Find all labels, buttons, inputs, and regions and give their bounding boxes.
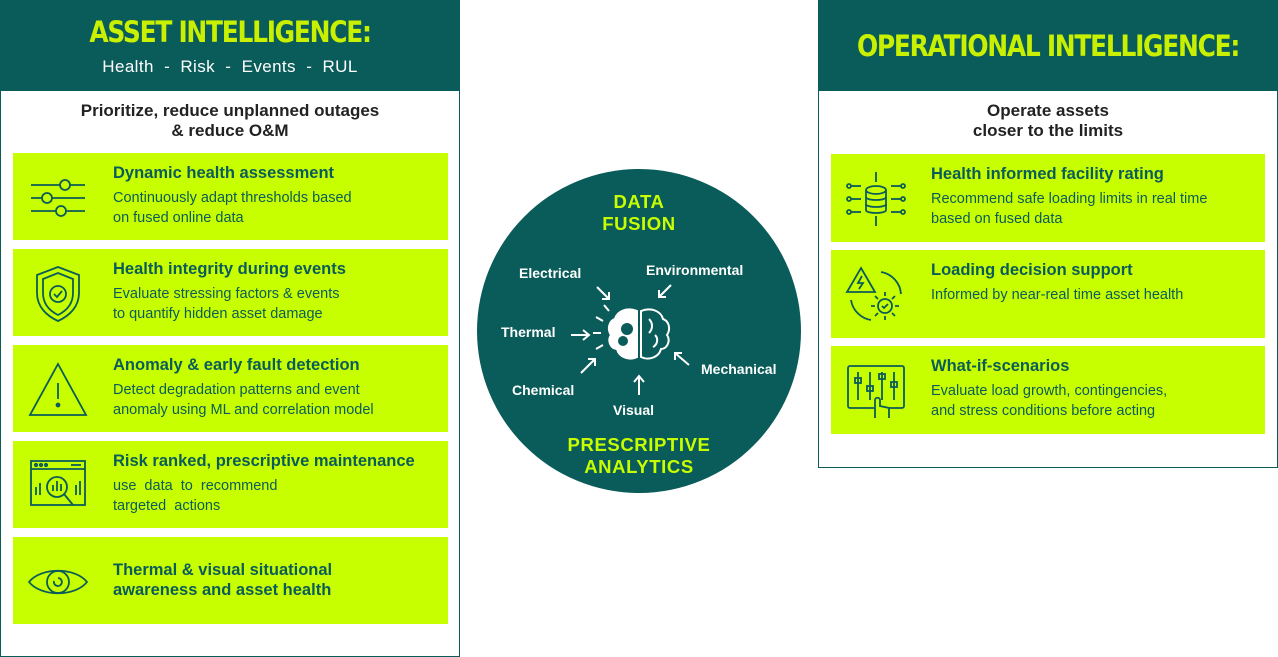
operational-intelligence-panel: OPERATIONAL INTELLIGENCE: Operate assets…	[818, 0, 1278, 468]
card-title: Anomaly & early fault detection	[113, 356, 360, 374]
sliders-icon	[27, 167, 89, 229]
input-mechanical: Mechanical	[701, 361, 777, 377]
input-environmental: Environmental	[646, 262, 744, 278]
asset-intelligence-intro: Prioritize, reduce unplanned outages & r…	[80, 101, 380, 140]
card-desc: Evaluate stressing factors & events to q…	[113, 286, 340, 322]
input-chemical: Chemical	[512, 382, 575, 398]
card-title: Health integrity during events	[113, 260, 346, 278]
asset-intelligence-title: ASSET INTELLIGENCE:	[89, 15, 372, 49]
card-loading-decision: Loading decision support Informed by nea…	[831, 250, 1265, 338]
card-health-integrity: Health integrity during events Evaluate …	[13, 249, 448, 336]
shield-check-icon	[27, 263, 89, 325]
card-title: Risk ranked, prescriptive maintenance	[113, 452, 415, 470]
card-title: Loading decision support	[931, 261, 1133, 279]
eye-icon	[27, 551, 89, 613]
brain-gears-icon	[477, 169, 801, 493]
power-gear-icon	[845, 264, 907, 326]
warning-icon	[27, 359, 89, 421]
operational-intelligence-title: OPERATIONAL INTELLIGENCE:	[856, 29, 1240, 63]
prescriptive-analytics-label: PRESCRIPTIVE ANALYTICS	[567, 434, 711, 477]
operational-intelligence-intro: Operate assets closer to the limits	[972, 101, 1124, 140]
card-title: Thermal & visual situational awareness a…	[113, 561, 333, 599]
card-what-if: What-if-scenarios Evaluate load growth, …	[831, 346, 1265, 434]
control-panel-icon	[845, 360, 907, 422]
card-desc: Evaluate load growth, contingencies, and…	[931, 383, 1168, 419]
data-fusion-circle: DATA FUSION Electrical Environmental The…	[477, 169, 801, 493]
input-electrical: Electrical	[519, 265, 582, 281]
card-thermal-visual: Thermal & visual situational awareness a…	[13, 537, 448, 624]
asset-intelligence-header: ASSET INTELLIGENCE: Health - Risk - Even…	[1, 1, 459, 91]
operational-intelligence-header: OPERATIONAL INTELLIGENCE:	[819, 1, 1277, 91]
card-title: Dynamic health assessment	[113, 164, 335, 182]
card-desc: Informed by near-real time asset health	[931, 287, 1184, 303]
database-network-icon	[845, 168, 907, 230]
asset-intelligence-subtitle: Health - Risk - Events - RUL	[102, 57, 358, 76]
input-visual: Visual	[613, 402, 654, 418]
analytics-search-icon	[27, 455, 89, 517]
card-desc: Detect degradation patterns and event an…	[113, 382, 374, 418]
card-anomaly-detection: Anomaly & early fault detection Detect d…	[13, 345, 448, 432]
card-desc: use data to recommend targeted actions	[113, 478, 278, 514]
asset-intelligence-panel: ASSET INTELLIGENCE: Health - Risk - Even…	[0, 0, 460, 657]
data-fusion-label: DATA FUSION	[602, 191, 676, 234]
card-title: What-if-scenarios	[931, 357, 1070, 375]
card-title: Health informed facility rating	[931, 165, 1164, 183]
card-desc: Recommend safe loading limits in real ti…	[931, 191, 1208, 227]
card-dynamic-health: Dynamic health assessment Continuously a…	[13, 153, 448, 240]
card-facility-rating: Health informed facility rating Recommen…	[831, 154, 1265, 242]
card-risk-ranked: Risk ranked, prescriptive maintenance us…	[13, 441, 448, 528]
input-thermal: Thermal	[501, 324, 556, 340]
card-desc: Continuously adapt thresholds based on f…	[113, 190, 352, 226]
